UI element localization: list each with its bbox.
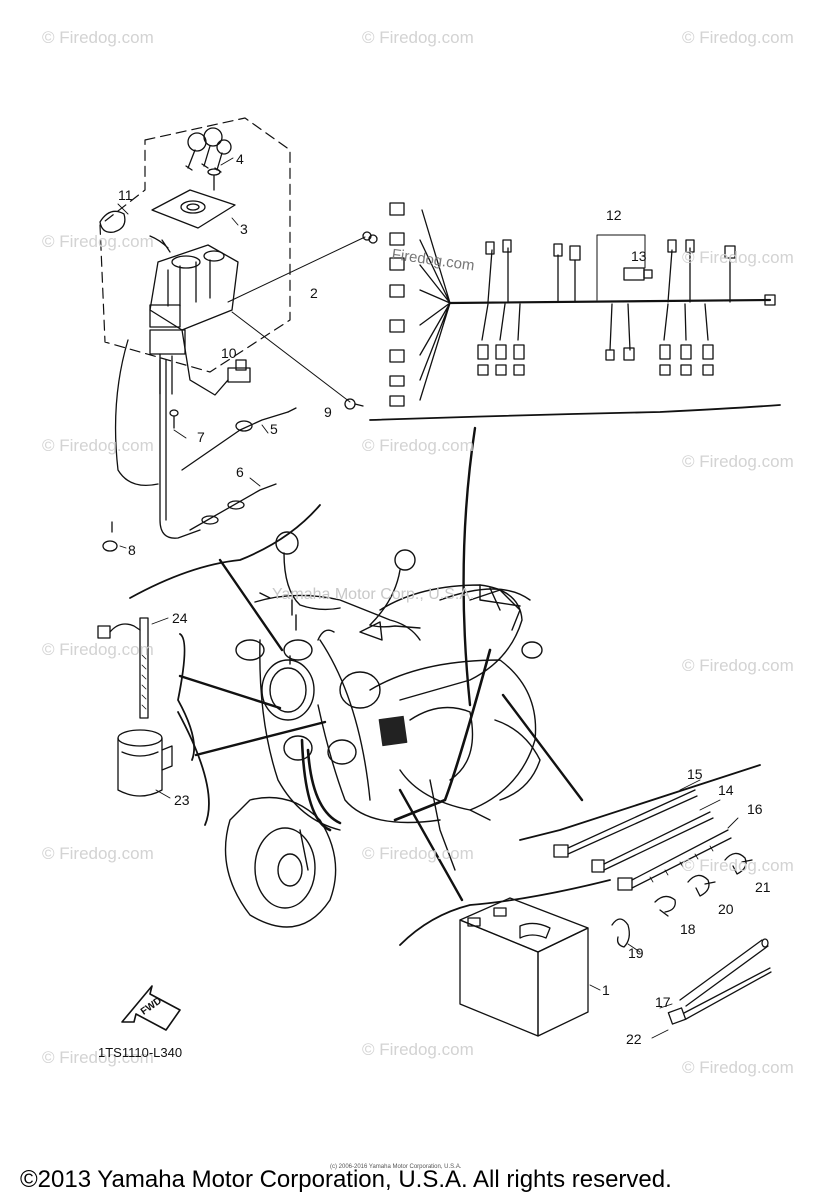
watermark: © Firedog.com — [42, 232, 154, 251]
leader-bands-to-bike — [501, 693, 584, 802]
callout-22: 22 — [626, 1031, 642, 1047]
main-switch-body — [149, 235, 239, 395]
band-22 — [651, 967, 772, 1039]
leader-switch-to-bike — [218, 558, 284, 652]
watermark: © Firedog.com — [42, 640, 154, 659]
leader-to-bolt-9 — [231, 311, 351, 403]
protector-17 — [659, 938, 769, 1009]
bolt-7 — [169, 409, 187, 439]
watermark: © Firedog.com — [682, 1058, 794, 1077]
band-16 — [617, 817, 739, 891]
clamp-20 — [687, 874, 716, 897]
watermark: © Firedog.com — [362, 28, 474, 47]
callout-11: 11 — [118, 187, 133, 203]
bolt-near-harness — [362, 231, 378, 244]
clamp-21 — [724, 852, 753, 875]
callout-3: 3 — [240, 221, 248, 237]
watermark: © Firedog.com — [682, 248, 794, 267]
cover-plate-3 — [151, 189, 239, 229]
fuse-13 — [623, 267, 653, 281]
cable-6 — [189, 477, 277, 531]
tiny-copyright-notice: (c) 2006-2016 Yamaha Motor Corporation, … — [330, 1164, 462, 1170]
bolt-8 — [102, 521, 127, 552]
callout-8: 8 — [128, 542, 136, 558]
bracket-battery — [399, 879, 611, 946]
cable-5 — [181, 407, 297, 471]
callout-15: 15 — [687, 766, 703, 782]
callout-6: 6 — [236, 464, 244, 480]
watermark: © Firedog.com — [362, 436, 474, 455]
switch-connector-10 — [181, 329, 251, 396]
seat-lock-rod — [114, 339, 201, 539]
band-14 — [591, 799, 721, 873]
leader-harness-to-bike — [462, 426, 477, 707]
copyright-footer: ©2013 Yamaha Motor Corporation, U.S.A. A… — [20, 1166, 672, 1193]
key-cap-11 — [99, 203, 129, 233]
bracket-top-switch — [129, 504, 321, 599]
callout-19: 19 — [628, 945, 644, 961]
clamp-19 — [611, 918, 641, 953]
watermark: © Firedog.com — [42, 1048, 154, 1067]
callout-12: 12 — [606, 207, 622, 223]
relay-24 — [97, 617, 169, 719]
watermark: © Firedog.com — [682, 28, 794, 47]
motorcycle-illustration — [224, 531, 543, 928]
diagram-code: 1TS1110-L340 — [98, 1045, 183, 1060]
watermark: © Firedog.com — [682, 656, 794, 675]
flasher-relay-23 — [117, 729, 173, 799]
watermark: © Firedog.com — [362, 1040, 474, 1059]
leader-switch-to-harness — [227, 236, 366, 303]
bracket-bands — [519, 764, 761, 841]
leader-relay-to-bike — [178, 674, 282, 710]
leader-flasher-to-bike — [194, 720, 327, 757]
watermark: © Firedog.com — [682, 856, 794, 875]
callout-14: 14 — [718, 782, 734, 798]
callout-13: 13 — [631, 248, 647, 264]
bracket-flasher — [177, 711, 210, 826]
callout-2: 2 — [310, 285, 318, 301]
callout-9: 9 — [324, 404, 332, 420]
key-set — [185, 127, 232, 173]
callout-7: 7 — [197, 429, 205, 445]
leader-battery-to-bike — [398, 788, 464, 902]
callout-20: 20 — [718, 901, 734, 917]
bolt-9 — [344, 398, 364, 410]
callout-4: 4 — [236, 151, 244, 167]
wire-harness-2 — [389, 202, 776, 407]
callout-17: 17 — [655, 994, 671, 1010]
watermark: © Firedog.com — [682, 452, 794, 471]
battery-1 — [459, 897, 601, 1037]
callout-16: 16 — [747, 801, 763, 817]
watermark: © Firedog.com — [42, 436, 154, 455]
harness-bracket — [369, 404, 781, 421]
fwd-arrow-icon — [121, 985, 181, 1031]
band-15 — [553, 779, 701, 858]
screw-4 — [207, 157, 234, 191]
watermark: © Firedog.com — [362, 844, 474, 863]
callout-23: 23 — [174, 792, 190, 808]
leader-12 — [596, 234, 646, 301]
center-watermark: Yamaha Motor Corp., U.S.A. — [272, 586, 475, 603]
callout-10: 10 — [221, 345, 237, 361]
callout-24: 24 — [172, 610, 188, 626]
callout-18: 18 — [680, 921, 696, 937]
watermark: © Firedog.com — [42, 844, 154, 863]
main-switch-dashed-outline — [99, 117, 291, 373]
callout-1: 1 — [602, 982, 610, 998]
callout-21: 21 — [755, 879, 771, 895]
clamp-18 — [654, 895, 676, 917]
watermark: © Firedog.com — [42, 28, 154, 47]
ecu-block — [378, 715, 408, 747]
callout-5: 5 — [270, 421, 278, 437]
